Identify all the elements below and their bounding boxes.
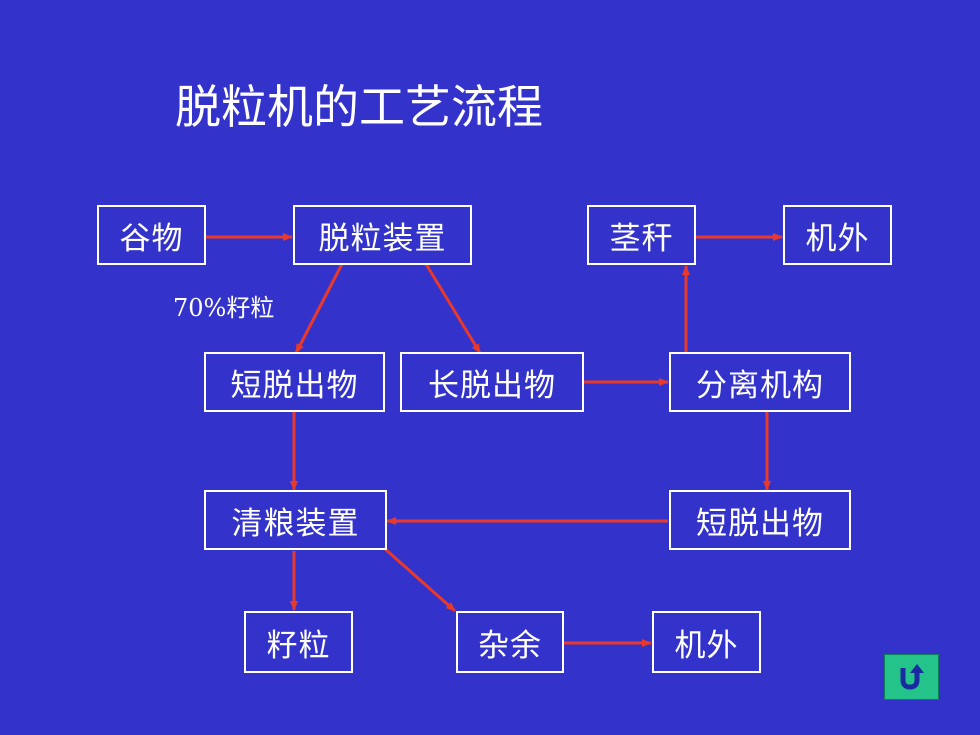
arrow-cleaning-to-impurities xyxy=(383,546,456,613)
node-impurities: 杂余 xyxy=(456,611,564,673)
label-seventy-percent-grain: 70%籽粒 xyxy=(173,294,275,322)
node-short-product-right: 短脱出物 xyxy=(669,490,851,550)
node-separation-mechanism: 分离机构 xyxy=(669,352,851,412)
node-grain: 谷物 xyxy=(97,205,206,265)
node-short-product-left: 短脱出物 xyxy=(204,352,385,412)
page-title: 脱粒机的工艺流程 xyxy=(175,80,543,134)
node-stalk: 茎秆 xyxy=(587,205,696,265)
node-seed-grain: 籽粒 xyxy=(244,611,353,673)
node-long-product: 长脱出物 xyxy=(400,352,584,412)
node-outside-top: 机外 xyxy=(783,205,892,265)
arrow-threshing-to-short xyxy=(294,263,344,354)
node-threshing-device: 脱粒装置 xyxy=(293,205,472,265)
arrow-threshing-to-long xyxy=(424,263,482,354)
return-button[interactable] xyxy=(884,654,939,700)
node-cleaning-device: 清粮装置 xyxy=(204,490,387,550)
node-outside-bottom: 机外 xyxy=(652,611,761,673)
u-turn-arrow-icon xyxy=(900,664,924,690)
